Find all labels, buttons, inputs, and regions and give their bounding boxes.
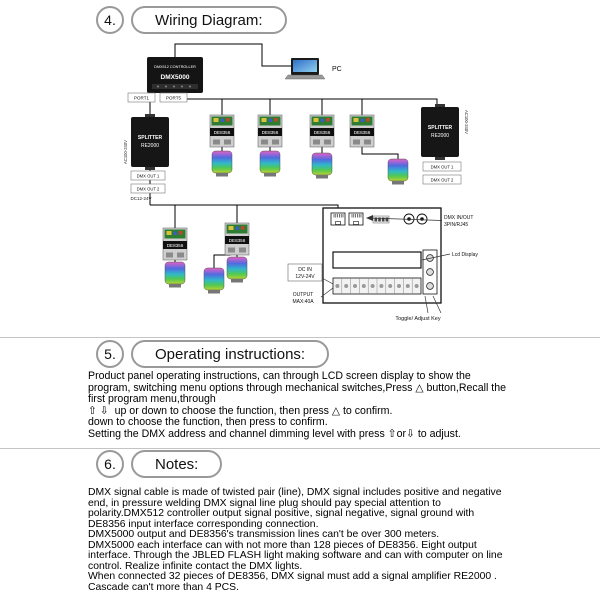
de8356-module: DE8356 xyxy=(209,114,235,148)
led-light xyxy=(164,261,186,288)
notes-text: DMX signal cable is made of twisted pair… xyxy=(88,487,503,593)
controller-name: DMX512 CONTROLLER xyxy=(154,65,196,69)
splitter-right: SPLITTER RE2000 xyxy=(421,104,459,160)
svg-text:DMX OUT 2: DMX OUT 2 xyxy=(137,187,160,192)
ac-rating-left: AC100-240V xyxy=(123,140,128,164)
de8356-module: DE8356 xyxy=(224,222,250,256)
panel-detail xyxy=(322,207,442,304)
svg-text:DMX OUT 2: DMX OUT 2 xyxy=(431,178,454,183)
svg-text:SPLITTER: SPLITTER xyxy=(138,135,163,141)
svg-text:RE2000: RE2000 xyxy=(431,133,449,139)
svg-text:DE8356: DE8356 xyxy=(167,243,184,248)
rj45-jack xyxy=(330,212,346,226)
led-light xyxy=(226,256,248,283)
toggle-key-label: Toggle/ Adjust Key xyxy=(395,316,441,322)
dmx-io-label-line2: 3PIN/RJ45 xyxy=(444,222,468,228)
divider xyxy=(0,448,600,449)
de8356-module: DE8356 xyxy=(349,114,375,148)
led-light xyxy=(259,150,281,177)
set-button xyxy=(416,213,428,225)
side-terminal xyxy=(422,249,438,295)
dc-in-label-line2: 12V-24V xyxy=(295,274,315,280)
svg-text:DE8356: DE8356 xyxy=(262,130,279,135)
port5-label: PORT5 xyxy=(159,92,188,103)
svg-text:DMX OUT 1: DMX OUT 1 xyxy=(431,165,454,170)
output-label-line2: MAX:40A xyxy=(292,299,314,305)
svg-text:PORT5: PORT5 xyxy=(166,96,181,101)
divider xyxy=(0,337,600,338)
svg-text:DE8356: DE8356 xyxy=(229,238,246,243)
dmx-controller: DMX512 CONTROLLER DMX5000 xyxy=(147,57,203,93)
splitter-left: SPLITTER RE2000 xyxy=(131,114,169,170)
section-header-notes: 6. Notes: xyxy=(96,450,223,478)
svg-text:DMX OUT 1: DMX OUT 1 xyxy=(137,174,160,179)
svg-text:DE8356: DE8356 xyxy=(354,130,371,135)
section-title-wiring: Wiring Diagram: xyxy=(131,6,287,34)
output-terminal xyxy=(332,277,422,295)
section-number-wiring: 4. xyxy=(96,6,124,34)
output-label-line1: OUTPUT xyxy=(293,292,314,298)
arrowhead xyxy=(366,215,373,221)
de8356-module: DE8356 xyxy=(257,114,283,148)
dmx-out1-label-left: DMX OUT 1 xyxy=(130,170,166,181)
operating-instructions-text: Product panel operating instructions, ca… xyxy=(88,370,506,440)
section-title-notes: Notes: xyxy=(131,450,223,478)
dmx-out2-label-right: DMX OUT 2 xyxy=(422,174,462,185)
de8356-module: DE8356 xyxy=(162,227,188,261)
led-light xyxy=(387,158,409,185)
dmx-out2-label-left: DMX OUT 2 xyxy=(130,183,166,194)
svg-text:RE2000: RE2000 xyxy=(141,143,159,149)
section-header-wiring: 4. Wiring Diagram: xyxy=(96,6,287,34)
lcd-label: Lcd Display xyxy=(452,252,478,258)
dc-in-label-line1: DC IN xyxy=(298,267,312,273)
label-leaders xyxy=(320,217,451,314)
svg-text:DE8356: DE8356 xyxy=(314,130,331,135)
panel-labels: DMX IN/OUT 3PIN/RJ45 Lcd Display DC IN 1… xyxy=(287,215,478,322)
dc-rating-label: DC12-24V xyxy=(130,196,151,201)
section-title-operating: Operating instructions: xyxy=(131,340,330,368)
led-light xyxy=(311,152,333,179)
dip-switch xyxy=(372,215,390,224)
lcd-display xyxy=(332,251,422,269)
led-light xyxy=(203,267,225,294)
svg-text:PORT1: PORT1 xyxy=(134,96,149,101)
svg-text:SPLITTER: SPLITTER xyxy=(428,125,453,131)
led-light xyxy=(211,150,233,177)
section-number-operating: 5. xyxy=(96,340,124,368)
rj45-jack xyxy=(348,212,364,226)
de8356-module: DE8356 xyxy=(309,114,335,148)
pc: PC xyxy=(284,58,342,80)
ac-rating-right: AC100-240V xyxy=(464,110,469,134)
section-header-operating: 5. Operating instructions: xyxy=(96,340,330,368)
dmx-out1-label-right: DMX OUT 1 xyxy=(422,161,462,172)
pc-label: PC xyxy=(332,66,342,73)
svg-text:DE8356: DE8356 xyxy=(214,130,231,135)
port1-label: PORT1 xyxy=(127,92,156,103)
controller-model: DMX5000 xyxy=(161,74,190,81)
section-number-notes: 6. xyxy=(96,450,124,478)
dmx-io-label-line1: DMX IN/OUT xyxy=(444,215,473,221)
wiring-diagram: DMX512 CONTROLLER DMX5000 PORT1 PORT5 PC xyxy=(123,43,478,322)
